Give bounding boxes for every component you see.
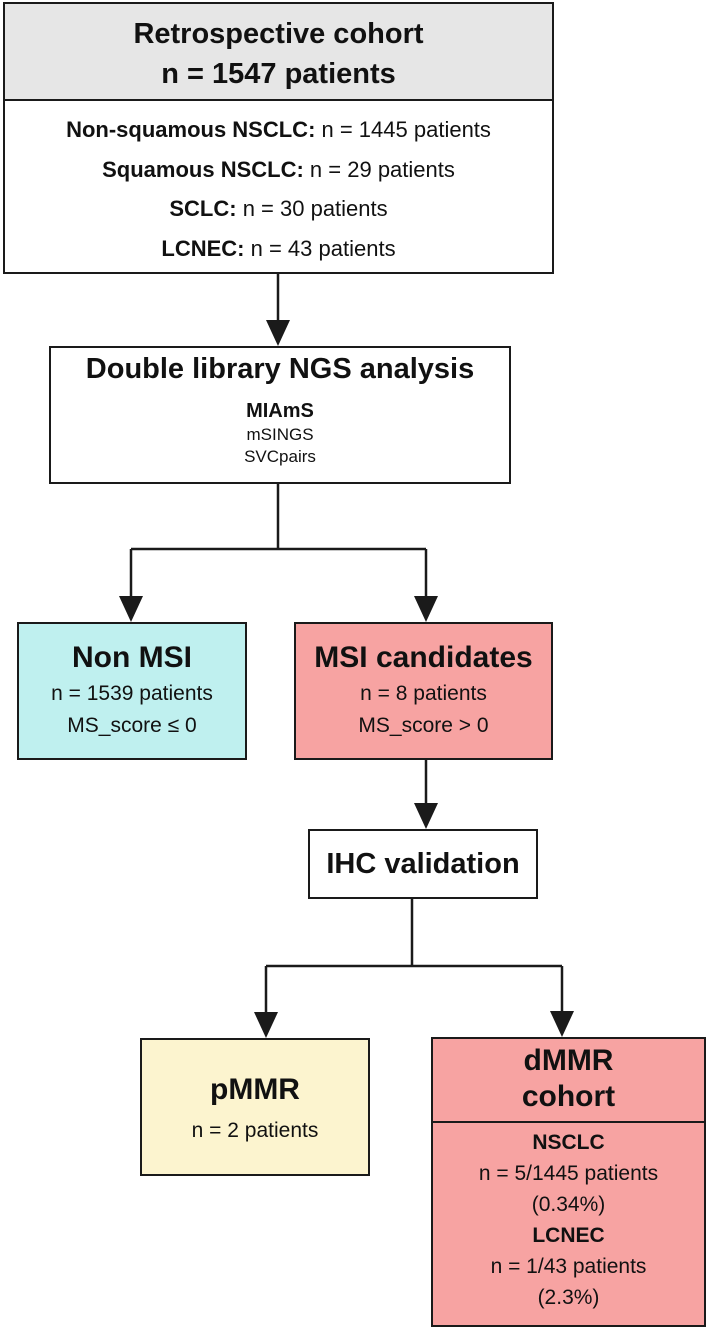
dmmr-lcnec-percent: (2.3%) bbox=[537, 1286, 600, 1309]
arrowhead-to-msi bbox=[414, 596, 438, 622]
row-value: n = 1445 patients bbox=[315, 117, 491, 142]
cohort-row-sclc: SCLC: n = 30 patients bbox=[5, 189, 552, 229]
msi-count: n = 8 patients bbox=[360, 682, 487, 705]
msi-title: MSI candidates bbox=[314, 641, 533, 674]
cohort-header: Retrospective cohort n = 1547 patients bbox=[5, 4, 552, 101]
cohort-row-nonsquamous: Non-squamous NSCLC: n = 1445 patients bbox=[5, 110, 552, 150]
ihc-validation-box: IHC validation bbox=[308, 829, 538, 899]
non-msi-score: MS_score ≤ 0 bbox=[67, 714, 197, 737]
ngs-analysis-box: Double library NGS analysis MIAmS mSINGS… bbox=[49, 346, 511, 484]
non-msi-title: Non MSI bbox=[72, 641, 192, 674]
ngs-tool-msings: mSINGS bbox=[246, 425, 314, 444]
cohort-row-squamous: Squamous NSCLC: n = 29 patients bbox=[5, 150, 552, 190]
row-label: Non-squamous NSCLC: bbox=[66, 117, 316, 142]
dmmr-nsclc-percent: (0.34%) bbox=[531, 1193, 606, 1216]
ihc-title: IHC validation bbox=[326, 848, 520, 880]
msi-score: MS_score > 0 bbox=[358, 714, 489, 737]
dmmr-lcnec-count: n = 1/43 patients bbox=[490, 1255, 647, 1278]
arrowhead-to-nonmsi bbox=[119, 596, 143, 622]
arrowhead-to-ihc bbox=[414, 803, 438, 829]
arrowhead-to-dmmr bbox=[550, 1011, 574, 1037]
row-label: Squamous NSCLC: bbox=[102, 156, 304, 182]
msi-candidates-box: MSI candidates n = 8 patients MS_score >… bbox=[294, 622, 553, 760]
dmmr-header: dMMR cohort bbox=[433, 1039, 704, 1123]
dmmr-breakdown: NSCLC n = 5/1445 patients (0.34%) LCNEC … bbox=[433, 1123, 704, 1313]
dmmr-title-line2: cohort bbox=[521, 1080, 616, 1113]
cohort-breakdown: Non-squamous NSCLC: n = 1445 patients Sq… bbox=[5, 101, 552, 268]
arrowhead-to-ngs bbox=[266, 320, 290, 346]
cohort-row-lcnec: LCNEC: n = 43 patients bbox=[5, 229, 552, 269]
non-msi-box: Non MSI n = 1539 patients MS_score ≤ 0 bbox=[17, 622, 247, 760]
retrospective-cohort-box: Retrospective cohort n = 1547 patients N… bbox=[3, 2, 554, 274]
dmmr-nsclc-label: NSCLC bbox=[532, 1131, 605, 1154]
cohort-total: n = 1547 patients bbox=[161, 58, 396, 90]
dmmr-lcnec-label: LCNEC bbox=[532, 1224, 605, 1247]
row-value: n = 29 patients bbox=[303, 156, 455, 182]
pmmr-box: pMMR n = 2 patients bbox=[140, 1038, 370, 1176]
non-msi-count: n = 1539 patients bbox=[51, 682, 213, 705]
cohort-title: Retrospective cohort bbox=[133, 18, 424, 50]
dmmr-title-line1: dMMR bbox=[523, 1044, 614, 1077]
pmmr-title: pMMR bbox=[210, 1073, 300, 1106]
row-value: n = 43 patients bbox=[244, 235, 396, 261]
ngs-tool-svcpairs: SVCpairs bbox=[244, 447, 316, 466]
arrowhead-to-pmmr bbox=[254, 1012, 278, 1038]
ngs-tool-miams: MIAmS bbox=[246, 400, 314, 422]
dmmr-nsclc-count: n = 5/1445 patients bbox=[478, 1162, 659, 1185]
ngs-title: Double library NGS analysis bbox=[85, 353, 475, 385]
row-label: LCNEC: bbox=[161, 235, 245, 261]
dmmr-cohort-box: dMMR cohort NSCLC n = 5/1445 patients (0… bbox=[431, 1037, 706, 1327]
row-value: n = 30 patients bbox=[236, 196, 388, 221]
pmmr-count: n = 2 patients bbox=[191, 1119, 319, 1142]
row-label: SCLC: bbox=[169, 196, 237, 221]
